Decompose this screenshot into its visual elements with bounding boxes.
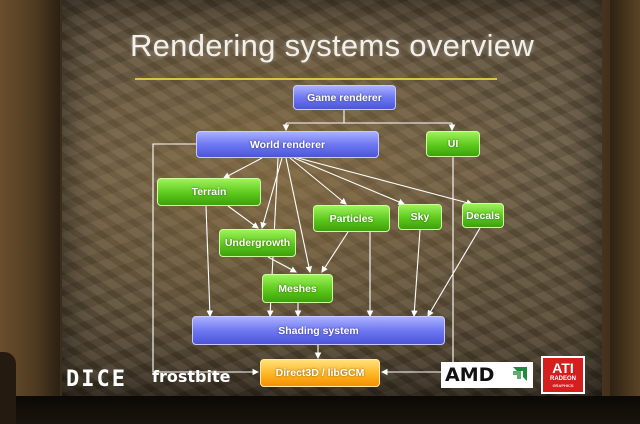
node-shading-system: Shading system [192,316,445,345]
edge-sky-to-shading [411,229,421,318]
node-particles: Particles [313,205,390,232]
node-game-renderer: Game renderer [293,85,396,110]
right-wall [610,0,640,424]
slide-title: Rendering systems overview [129,28,535,63]
node-direct3d: Direct3D / libGCM [260,359,380,387]
edge-world-to-direct3d [152,143,260,376]
edge-terrain-to-undergrowth [227,205,259,229]
node-terrain: Terrain [157,178,261,206]
edge-world-to-sky [293,157,406,205]
edge-world-to-terrain [223,157,263,179]
ati-logo-text: ATI [552,360,574,376]
node-sky: Sky [398,204,442,230]
audience-silhouette [0,352,16,424]
edge-world-to-meshes [285,157,313,274]
ati-radeon-logo: ATI RADEON GRAPHICS [541,356,585,394]
edge-decals-to-shading [427,227,481,317]
node-decals: Decals [462,203,504,228]
edge-particles-to-meshes [321,231,349,273]
amd-logo: AMD [441,362,533,388]
edge-undergrowth-to-meshes [267,256,297,273]
node-world-renderer: World renderer [196,131,379,158]
node-ui: UI [426,131,480,157]
node-meshes: Meshes [262,274,333,303]
graphics-logo-text: GRAPHICS [552,383,574,388]
amd-logo-text: AMD [445,364,495,386]
node-undergrowth: Undergrowth [219,229,296,257]
edge-world-to-particles [289,157,347,205]
stage-floor [0,396,640,424]
edge-terrain-to-shading [205,205,214,318]
edge-world-to-decals [297,157,474,206]
amd-arrow-icon [513,367,527,381]
edge-game-split [286,110,452,124]
radeon-logo-text: RADEON [549,376,576,382]
dice-logo: DICE [66,367,127,392]
frostbite-logo: frostbite [152,367,231,386]
title-underline [135,78,497,80]
edge-world-to-undergrowth [260,157,283,230]
